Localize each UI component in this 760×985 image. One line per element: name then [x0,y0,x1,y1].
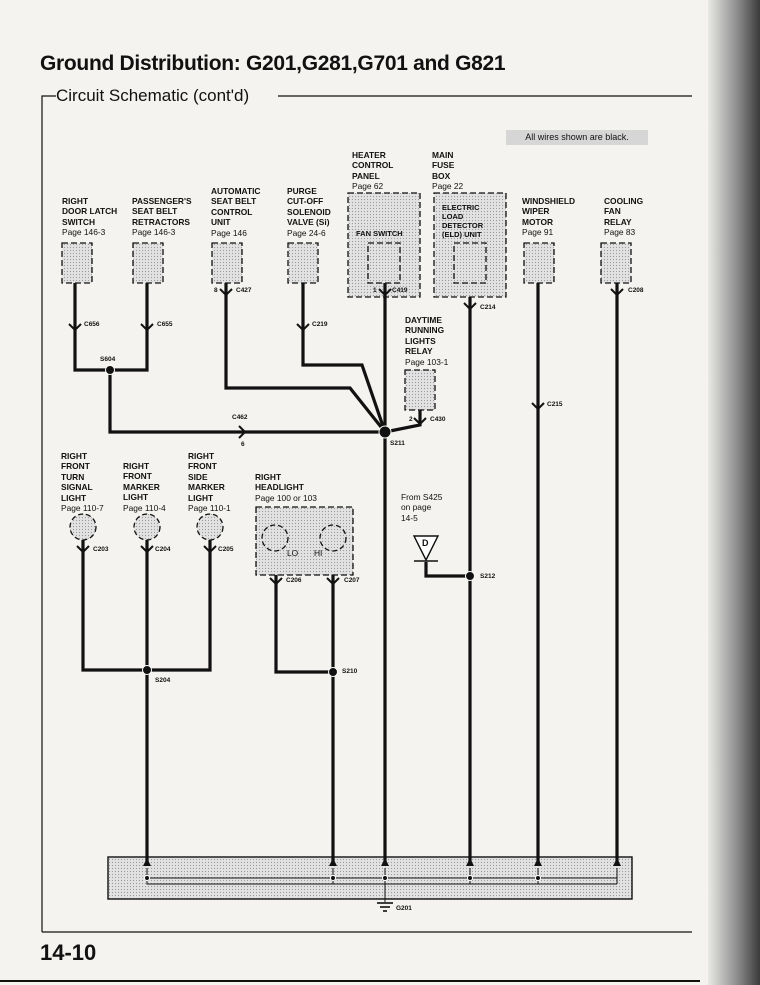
connector-c215: C215 [547,401,563,408]
splice-s210-label: S210 [342,668,358,675]
splice-s211-label: S211 [390,440,405,447]
wire-turn-signal [81,540,147,672]
ground-g201-label: G201 [396,905,412,912]
connector-c655: C655 [157,321,173,328]
page-title: Ground Distribution: G201,G281,G701 and … [40,52,506,75]
purge-valve-box [287,242,319,284]
wire-door-latch [73,283,110,372]
door-latch-switch-box [61,242,93,284]
eld-inner-box [453,242,487,284]
splice-s212 [465,571,475,581]
connector-c462: C462 [232,414,248,421]
page-subtitle: Circuit Schematic (cont'd) [56,86,250,105]
splice-s211 [378,425,392,439]
pin-6: 6 [241,441,245,448]
wire-headlight-lo [274,575,333,674]
page-binding-edge [708,0,760,985]
connector-c219: C219 [312,321,328,328]
wire-purge-valve [301,283,387,433]
page-number: 14-10 [40,940,97,965]
connector-c204: C204 [155,546,171,553]
connector-c214: C214 [480,304,496,311]
wiper-motor-box [523,242,555,284]
splice-s210 [328,667,338,677]
wire-seat-belt-retractor [110,283,149,372]
headlight-hi-bulb [319,524,347,552]
front-marker-bulb [133,513,161,541]
splice-s204-label: S204 [155,677,171,684]
headlight-lo-bulb [261,524,289,552]
splice-s212-label: S212 [480,573,496,580]
splice-s604 [105,365,115,375]
connector-c656: C656 [84,321,100,328]
wire-from-s425 [424,562,470,578]
turn-signal-bulb [69,513,97,541]
wire-side-marker [147,540,212,672]
connector-c427: C427 [236,287,252,294]
seat-belt-retractor-box [132,242,164,284]
connector-c430: C430 [430,416,446,423]
diode-label: D [422,538,429,548]
connector-c208: C208 [628,287,644,294]
drl-relay-box [404,369,436,411]
page-frame [0,95,700,982]
wire-s604-to-s211 [108,370,385,434]
connector-c205: C205 [218,546,234,553]
diode-symbol [412,535,440,562]
connector-c419: C419 [392,287,408,294]
wire-seat-belt-control [224,283,387,433]
splice-s204 [142,665,152,675]
seat-belt-control-box [211,242,243,284]
connector-c207: C207 [344,577,360,584]
cooling-fan-relay-box [600,242,632,284]
connector-c206: C206 [286,577,302,584]
pin-8: 8 [214,287,218,294]
fan-switch-box [367,242,401,284]
pin-2: 2 [409,416,413,423]
headlight-lo-label: LO [287,548,299,558]
connector-c203: C203 [93,546,109,553]
headlight-hi-label: HI [314,548,323,558]
side-marker-bulb [196,513,224,541]
ground-symbol [377,902,393,912]
pin-1: 1 [373,287,377,294]
splice-s604-label: S604 [100,356,116,363]
fan-switch-label: FAN SWITCH [356,229,403,238]
wire-color-note: All wires shown are black. [506,130,648,145]
